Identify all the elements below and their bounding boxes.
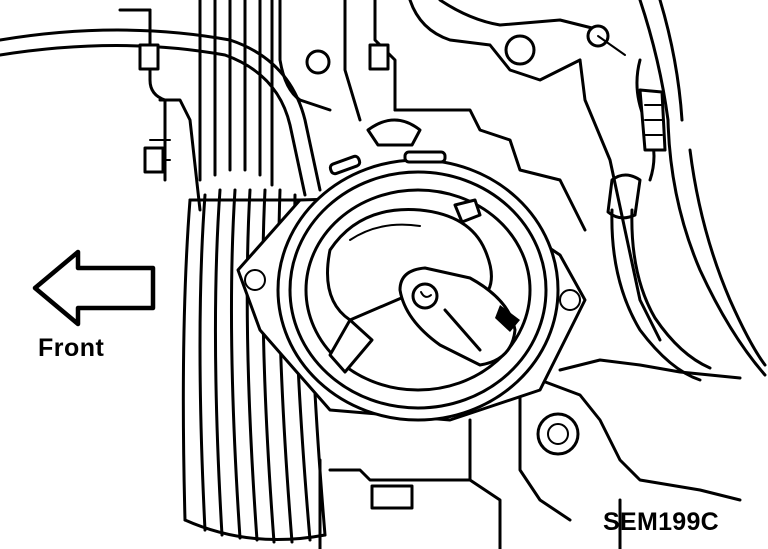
engine-block-outline (118, 0, 767, 549)
rotor (326, 198, 520, 374)
wire-harness (606, 58, 667, 220)
cable (0, 28, 322, 197)
front-direction-label: Front (38, 334, 105, 362)
figure-code-label: SEM199C (603, 508, 720, 536)
arrow-left-icon (32, 249, 156, 327)
bolts (138, 24, 626, 510)
